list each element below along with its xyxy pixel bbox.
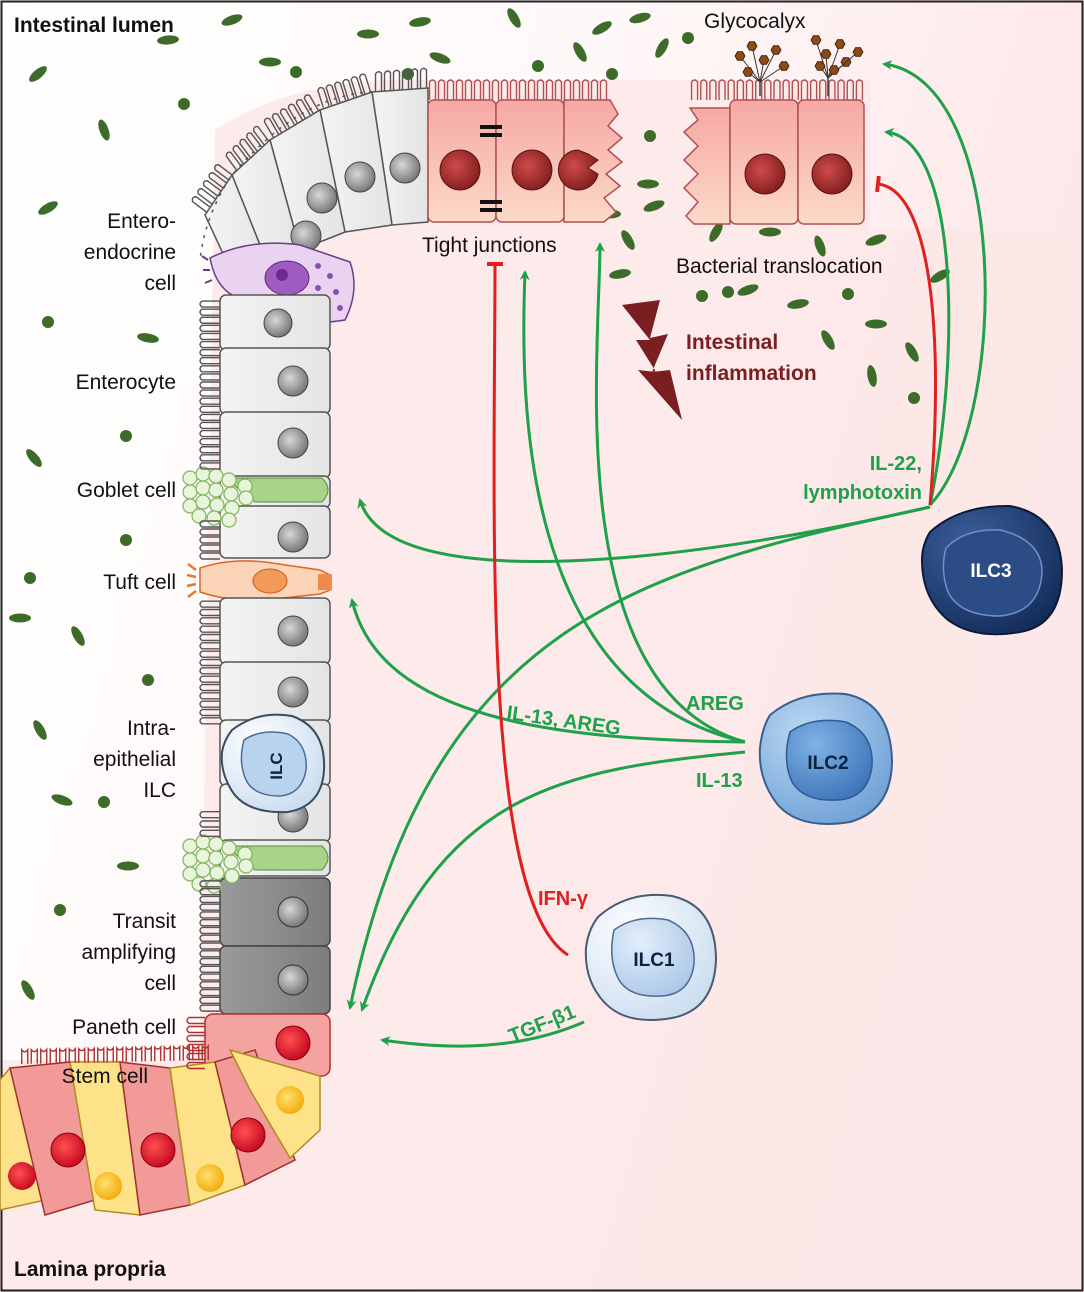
- ilc2-label: ILC2: [807, 753, 848, 774]
- region-label-lumen: Intestinal lumen: [14, 14, 174, 37]
- arrow-ilc3-glycocalyx: [882, 60, 987, 507]
- arrow-ilc3-enterocytes: [884, 127, 951, 506]
- ilc1-cell: [584, 893, 718, 1021]
- goblet-cell-label: Goblet cell: [77, 479, 176, 502]
- arrow-ilc2-goblet: [348, 598, 746, 744]
- ilc2-cell: [758, 692, 894, 825]
- arrow-ilc2-tight-junctions: [519, 270, 746, 744]
- inflammation-label-line1: Intestinal: [686, 331, 778, 354]
- paneth-cell-label: Paneth cell: [72, 1016, 176, 1039]
- transit-label-3: cell: [144, 972, 176, 995]
- stem-cell-label: Stem cell: [62, 1065, 148, 1088]
- text-labels: Intestinal lumen Lamina propria Glycocal…: [14, 10, 1012, 1281]
- ie-ilc-label-3: ILC: [143, 779, 176, 802]
- arrow-ilc2-paneth: [359, 750, 746, 1012]
- arrow-ilc3-paneth: [346, 505, 931, 1010]
- tuft-cell-label: Tuft cell: [103, 571, 176, 594]
- enteroendocrine-label-1: Entero-: [107, 210, 176, 233]
- inflammation-bolt-icon: [622, 300, 682, 420]
- goblet-mucus-1: [182, 466, 254, 528]
- enteroendocrine-label-2: endocrine: [84, 241, 176, 264]
- tight-junctions-label: Tight junctions: [422, 234, 557, 257]
- enteroendocrine-label-3: cell: [144, 272, 176, 295]
- ie-ilc-label-2: epithelial: [93, 748, 176, 771]
- bacteria-group: [9, 8, 950, 1000]
- pink-enterocytes-left: [427, 99, 624, 223]
- intraepithelial-ilc-cell: [220, 713, 326, 814]
- inflammation-label-line2: inflammation: [686, 362, 817, 385]
- ilc3-label: ILC3: [970, 561, 1011, 582]
- transit-label-1: Transit: [113, 910, 177, 933]
- mediator-il22-line2: lymphotoxin: [803, 482, 922, 504]
- microvilli-left: [199, 300, 220, 1012]
- enterocyte-label: Enterocyte: [76, 371, 176, 394]
- mediator-il22-line1: IL-22,: [870, 453, 922, 475]
- microvilli-top: [191, 67, 428, 214]
- microvilli-pink: [428, 79, 864, 100]
- epithelium: [0, 35, 865, 1216]
- transit-label-2: amplifying: [81, 941, 176, 964]
- inhibit-ilc1-tight-junctions: [486, 261, 569, 957]
- inhibit-ilc3-translocation: [875, 175, 938, 506]
- glycocalyx-label: Glycocalyx: [704, 10, 806, 33]
- microvilli-base: [21, 1016, 209, 1070]
- ilc1-label: ILC1: [633, 950, 675, 971]
- ilc3-cell: [920, 504, 1064, 636]
- ie-ilc-label-1: Intra-: [127, 717, 176, 740]
- mediator-areg: AREG: [686, 693, 744, 715]
- pink-enterocytes-right: [682, 99, 865, 225]
- arrow-ilc1-paneth: [380, 1020, 585, 1048]
- mediator-il13: IL-13: [696, 770, 743, 792]
- goblet-mucus-2: [182, 834, 254, 894]
- arrow-ilc2-areg: [594, 242, 746, 744]
- intraepithelial-ilc-label: ILC: [267, 752, 286, 779]
- glycocalyx-structures: [734, 35, 864, 96]
- mediator-ifn-gamma: IFN-γ: [538, 888, 589, 910]
- arrows: [346, 60, 987, 1048]
- enterocyte-curve: [199, 87, 429, 292]
- region-label-lamina-propria: Lamina propria: [14, 1258, 166, 1281]
- bacterial-translocation-label: Bacterial translocation: [676, 255, 883, 278]
